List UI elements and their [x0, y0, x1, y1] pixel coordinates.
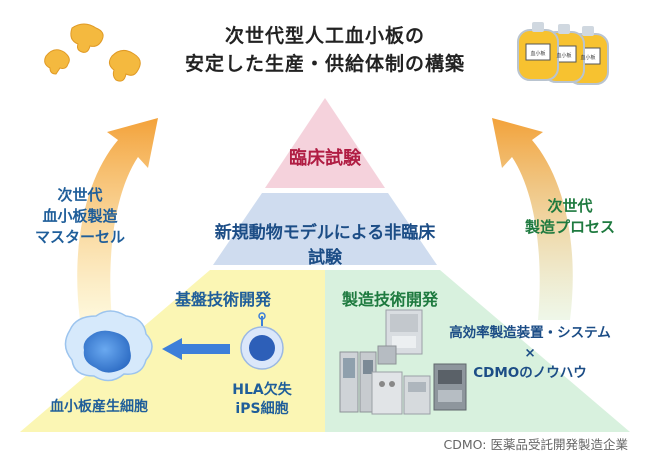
middle-tier-label: 新規動物モデルによる非臨床試験	[214, 223, 436, 268]
equipment-line-3: CDMOのノウハウ	[473, 365, 587, 381]
right-side-line-1: 次世代	[547, 197, 593, 215]
left-side-label: 次世代 血小板製造 マスターセル	[20, 185, 140, 248]
title-line-2: 安定した生産・供給体制の構築	[184, 53, 465, 75]
equipment-line-1: 高効率製造装置・システム	[449, 325, 611, 341]
equipment-line-2: ×	[524, 345, 536, 361]
equipment-icon	[339, 309, 467, 415]
right-base-label: 製造技術開発	[342, 290, 439, 309]
ips-cell-icon	[240, 312, 284, 370]
top-tier-label: 臨床試験	[289, 148, 361, 169]
pyramid-top-tier	[265, 98, 385, 188]
platelet-icon	[44, 23, 141, 82]
right-side-label: 次世代 製造プロセス	[510, 196, 630, 238]
megakaryocyte-icon	[64, 310, 153, 382]
megakaryocyte-label: 血小板産生細胞	[50, 399, 148, 415]
arrow-left-icon	[162, 338, 230, 360]
ips-label-line-2: iPS細胞	[235, 401, 289, 417]
bag-label-1: 血小板	[530, 51, 546, 57]
title-line-1: 次世代型人工血小板の	[224, 25, 425, 47]
footnote: CDMO: 医薬品受託開発製造企業	[443, 437, 628, 452]
left-side-line-3: マスターセル	[34, 228, 125, 246]
equipment-text: 高効率製造装置・システム × CDMOのノウハウ	[430, 323, 630, 383]
left-base-label: 基盤技術開発	[175, 290, 272, 309]
page-title: 次世代型人工血小板の 安定した生産・供給体制の構築	[150, 22, 500, 78]
left-side-line-1: 次世代	[57, 186, 103, 204]
bag-label-3: 血小板	[580, 55, 596, 61]
arrow-up-icon-left	[77, 118, 158, 320]
bag-label-2: 血小板	[556, 53, 572, 59]
pyramid-middle-tier	[213, 193, 437, 265]
blood-bag-icon	[517, 22, 609, 85]
right-side-line-2: 製造プロセス	[524, 218, 615, 236]
arrow-up-icon-right	[492, 118, 573, 320]
ips-cell-label: HLA欠失 iPS細胞	[220, 381, 304, 419]
ips-label-line-1: HLA欠失	[232, 382, 292, 398]
left-side-line-2: 血小板製造	[42, 207, 118, 225]
